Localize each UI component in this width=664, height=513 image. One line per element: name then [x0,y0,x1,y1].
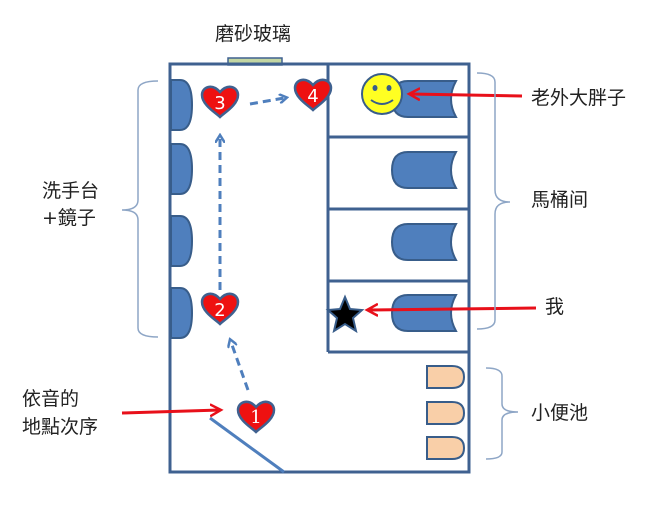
sink [170,143,194,195]
outer-wall [168,62,471,474]
arrow-to-me [368,308,537,310]
toilet [390,294,458,332]
sinks-bracket [121,80,159,338]
star-icon [325,294,365,334]
urinals-label: 小便池 [531,402,589,424]
me-label: 我 [545,296,565,318]
sinks [170,79,194,339]
smiley-face-icon [361,73,403,115]
urinals [426,365,466,460]
urinal [426,401,466,425]
sink [170,215,194,267]
location-marker-4: 4 [293,78,333,112]
location-marker-3: 3 [200,85,240,119]
arrow-to-order [121,410,220,413]
sinks-label-line2: +鏡子 [42,207,96,229]
toilet-stalls-label: 馬桶间 [531,189,589,211]
path-arrow-3-to-4 [249,98,284,106]
urinal [426,365,466,389]
frosted-glass-label: 磨砂玻璃 [215,23,292,45]
marker-number: 3 [214,93,225,114]
arrow-to-foreigner [410,94,523,96]
stalls-bracket [476,72,511,330]
urinal [426,436,466,460]
marker-number: 1 [250,407,261,428]
entrance-door [209,416,285,474]
order-label-line2: 地點次序 [22,416,99,438]
location-marker-2: 2 [200,292,240,326]
sink [170,79,194,131]
toilet [390,151,458,189]
order-label-line1: 依音的 [22,388,80,410]
sink [170,287,194,339]
location-marker-1: 1 [236,400,276,434]
toilet [390,223,458,261]
toilets [390,80,458,332]
marker-number: 4 [307,86,318,107]
big-foreigner-label: 老外大胖子 [531,87,627,109]
marker-number: 2 [214,300,225,321]
urinals-bracket [485,367,519,460]
path-arrow-1-to-2 [231,342,250,391]
sinks-label-line1: 洗手台 [42,180,100,202]
